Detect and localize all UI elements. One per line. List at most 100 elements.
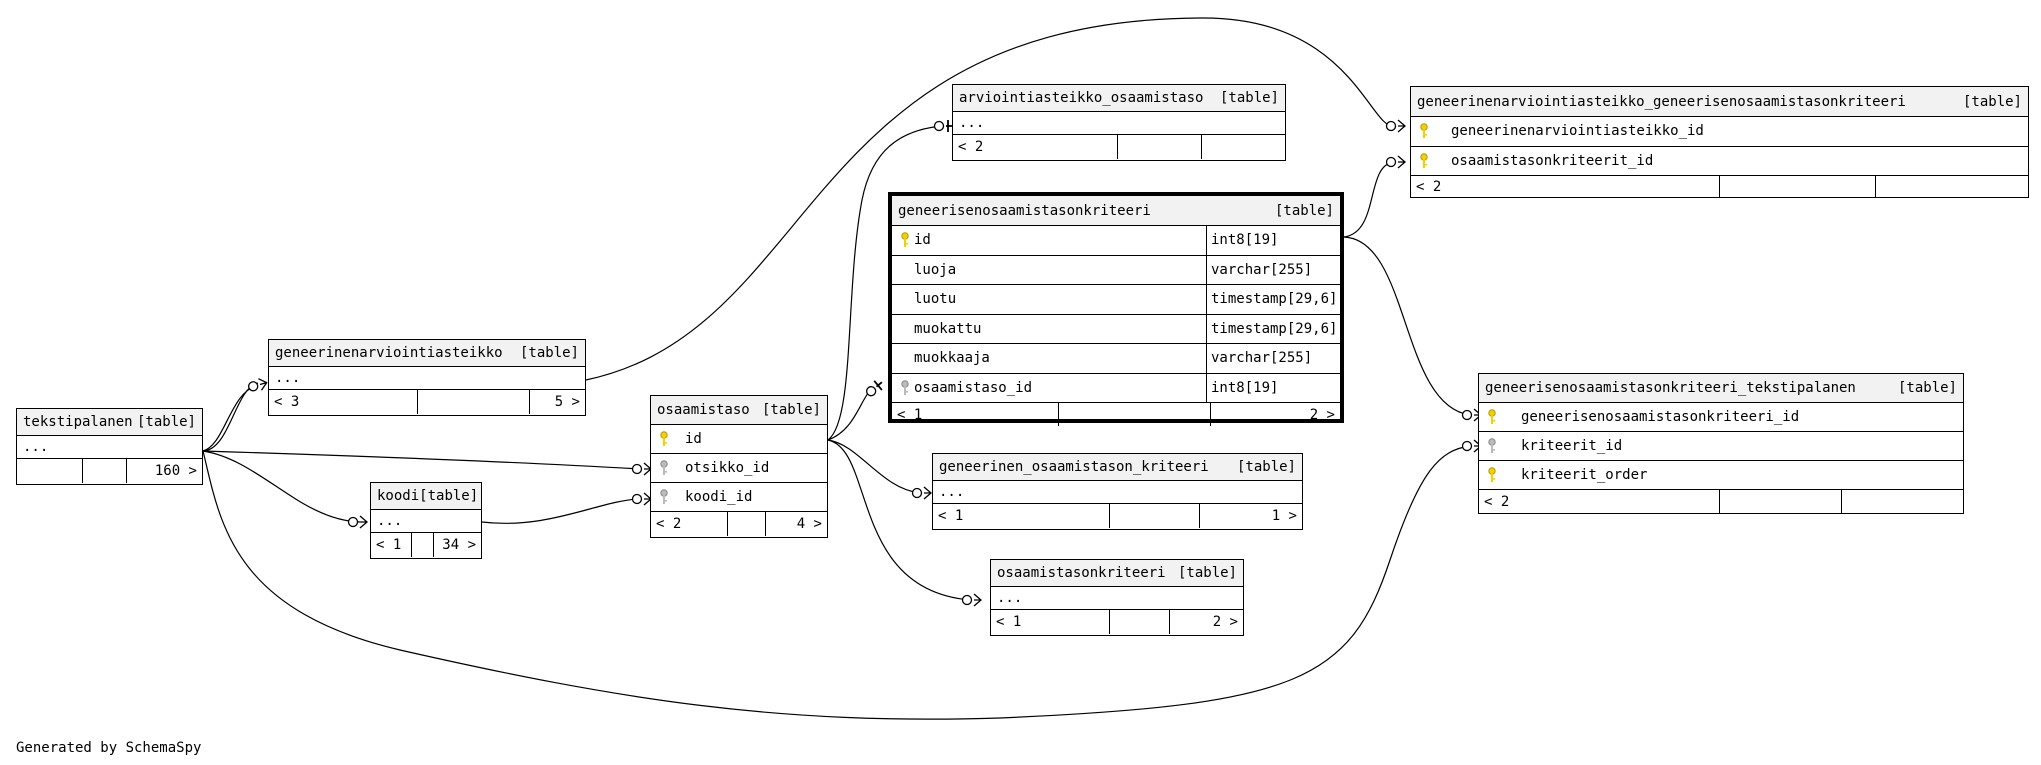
edge-geneerinenarviointiasteikko-join bbox=[585, 17, 1395, 381]
foreign-key-icon bbox=[1485, 438, 1499, 454]
parents-count[interactable]: < 2 bbox=[1484, 493, 1510, 510]
edge-tekstipalanen-koodi bbox=[202, 450, 361, 523]
primary-key-icon bbox=[1485, 467, 1499, 483]
table-name: geneerisenosaamistasonkriteeri bbox=[898, 202, 1151, 219]
children-count[interactable]: 5 > bbox=[529, 390, 585, 414]
column-type: int8[19] bbox=[1206, 373, 1340, 402]
table-header: koodi [table] bbox=[371, 483, 481, 510]
table-tekstipalanen[interactable]: tekstipalanen [table] ... 160 > bbox=[16, 408, 203, 485]
column-row: kriteerit_id bbox=[1479, 432, 1963, 461]
column-type: varchar[255] bbox=[1206, 255, 1340, 284]
column-row: otsikko_id bbox=[651, 454, 827, 483]
parents-count[interactable]: < 1 bbox=[376, 537, 402, 553]
edge-koodi-osaamistaso bbox=[481, 498, 641, 524]
column-name: geneerisenosaamistasonkriteeri_id bbox=[1521, 409, 1800, 425]
column-row: osaamistaso_id int8[19] bbox=[892, 373, 1340, 403]
parents-count[interactable]: < 2 bbox=[958, 139, 984, 155]
table-header: tekstipalanen [table] bbox=[17, 409, 202, 436]
primary-key-icon bbox=[1485, 409, 1499, 425]
edge-osaamistaso-arviointiasteikko bbox=[827, 125, 943, 441]
column-name: koodi_id bbox=[685, 489, 753, 505]
column-name: otsikko_id bbox=[685, 460, 770, 476]
edge-tekstipalanen-kriteeri-tekstipalanen bbox=[202, 445, 1471, 720]
column-row: id int8[19] bbox=[892, 226, 1340, 256]
table-header: geneerinenarviointiasteikko_geneerisenos… bbox=[1411, 87, 2028, 117]
column-row: geneerinenarviointiasteikko_id bbox=[1411, 117, 2028, 147]
table-name: osaamistaso bbox=[657, 402, 750, 418]
edge-osaamistaso-geneerinen-kriteeri bbox=[827, 439, 921, 494]
column-row: koodi_id bbox=[651, 483, 827, 512]
table-geneerisenosaamistasonkriteeri[interactable]: geneerisenosaamistasonkriteeri [table] i… bbox=[888, 192, 1344, 426]
column-name: kriteerit_order bbox=[1521, 467, 1648, 483]
table-osaamistaso[interactable]: osaamistaso [table] id otsikko_id koodi_… bbox=[650, 395, 828, 538]
children-count[interactable]: 2 > bbox=[1169, 610, 1243, 634]
table-footer: < 1 1 > bbox=[933, 504, 1302, 528]
column-name: geneerinenarviointiasteikko_id bbox=[1451, 123, 1704, 140]
table-kind: [table] bbox=[136, 414, 196, 430]
foreign-key-icon bbox=[657, 489, 671, 505]
table-geneerinen-osaamistason-kriteeri[interactable]: geneerinen_osaamistason_kriteeri [table]… bbox=[932, 453, 1303, 530]
children-count[interactable]: 1 > bbox=[1199, 504, 1302, 528]
columns-ellipsis: ... bbox=[933, 481, 1302, 504]
table-geneerinenarviointiasteikko[interactable]: geneerinenarviointiasteikko [table] ... … bbox=[268, 339, 586, 416]
column-name: muokkaaja bbox=[914, 350, 990, 367]
table-footer: 160 > bbox=[17, 459, 202, 483]
table-kind: [table] bbox=[519, 345, 579, 361]
parents-count[interactable]: < 2 bbox=[656, 516, 682, 532]
table-kind: [table] bbox=[1219, 90, 1279, 106]
edge-kriteeri-kriteeri-tekstipalanen bbox=[1343, 236, 1471, 416]
table-koodi[interactable]: koodi [table] ... < 1 34 > bbox=[370, 482, 482, 559]
children-count[interactable]: 2 > bbox=[1210, 403, 1340, 426]
children-count[interactable]: 34 > bbox=[433, 533, 481, 557]
column-name: osaamistaso_id bbox=[914, 379, 1033, 396]
column-type: int8[19] bbox=[1206, 226, 1340, 255]
table-name: geneerinen_osaamistason_kriteeri bbox=[939, 459, 1209, 475]
column-type: varchar[255] bbox=[1206, 344, 1340, 373]
primary-key-icon bbox=[1417, 123, 1431, 139]
column-row: muokattu timestamp[29,6] bbox=[892, 314, 1340, 344]
table-name: geneerisenosaamistasonkriteeri_tekstipal… bbox=[1485, 380, 1856, 396]
parents-count[interactable]: < 2 bbox=[1416, 178, 1442, 195]
table-osaamistasonkriteeri[interactable]: osaamistasonkriteeri [table] ... < 1 2 > bbox=[990, 559, 1244, 636]
edge-tekstipalanen-geneerinenarviointiasteikko-b bbox=[202, 382, 259, 452]
table-geneerisenosaamistasonkriteeri-tekstipalanen[interactable]: geneerisenosaamistasonkriteeri_tekstipal… bbox=[1478, 373, 1964, 514]
table-footer: < 2 bbox=[1411, 176, 2028, 197]
table-arviointiasteikko-osaamistaso[interactable]: arviointiasteikko_osaamistaso [table] ..… bbox=[952, 84, 1286, 161]
table-name: geneerinenarviointiasteikko bbox=[275, 345, 503, 361]
table-name: tekstipalanen bbox=[23, 414, 133, 430]
column-name: luoja bbox=[914, 261, 957, 278]
primary-key-icon bbox=[1417, 153, 1431, 169]
children-count[interactable]: 160 > bbox=[126, 459, 202, 483]
parents-count[interactable]: < 1 bbox=[996, 614, 1022, 630]
parents-count[interactable]: < 1 bbox=[897, 406, 923, 423]
column-name: id bbox=[914, 232, 931, 249]
table-header: geneerinen_osaamistason_kriteeri [table] bbox=[933, 454, 1302, 481]
table-footer: < 2 bbox=[1479, 490, 1963, 513]
foreign-key-icon bbox=[898, 380, 912, 396]
column-row: id bbox=[651, 425, 827, 454]
table-kind: [table] bbox=[1177, 565, 1237, 581]
columns-ellipsis: ... bbox=[371, 510, 481, 533]
table-name: koodi bbox=[377, 488, 420, 504]
edge-kriteeri-join bbox=[1343, 161, 1395, 238]
edge-tekstipalanen-osaamistaso bbox=[202, 450, 641, 470]
table-name: geneerinenarviointiasteikko_geneerisenos… bbox=[1417, 93, 1906, 110]
column-type: timestamp[29,6] bbox=[1206, 285, 1340, 314]
primary-key-icon bbox=[898, 232, 912, 248]
parents-count[interactable]: < 3 bbox=[274, 394, 300, 410]
edge-tekstipalanen-geneerinenarviointiasteikko-a bbox=[202, 384, 259, 452]
foreign-key-icon bbox=[657, 460, 671, 476]
table-footer: < 1 2 > bbox=[892, 403, 1340, 426]
table-geneerinenarviointiasteikko-geneerisenosaamistasonkriteeri[interactable]: geneerinenarviointiasteikko_geneerisenos… bbox=[1410, 86, 2029, 198]
table-footer: < 1 2 > bbox=[991, 610, 1243, 634]
table-kind: [table] bbox=[761, 402, 821, 418]
children-count[interactable]: 4 > bbox=[765, 512, 827, 536]
table-kind: [table] bbox=[1236, 459, 1296, 475]
table-footer: < 2 bbox=[953, 135, 1285, 159]
column-name: luotu bbox=[914, 291, 957, 308]
edge-osaamistaso-osaamistasonkriteeri bbox=[827, 439, 971, 601]
parents-count[interactable]: < 1 bbox=[938, 508, 964, 524]
column-row: luoja varchar[255] bbox=[892, 255, 1340, 285]
generated-by-credit: Generated by SchemaSpy bbox=[16, 740, 202, 756]
